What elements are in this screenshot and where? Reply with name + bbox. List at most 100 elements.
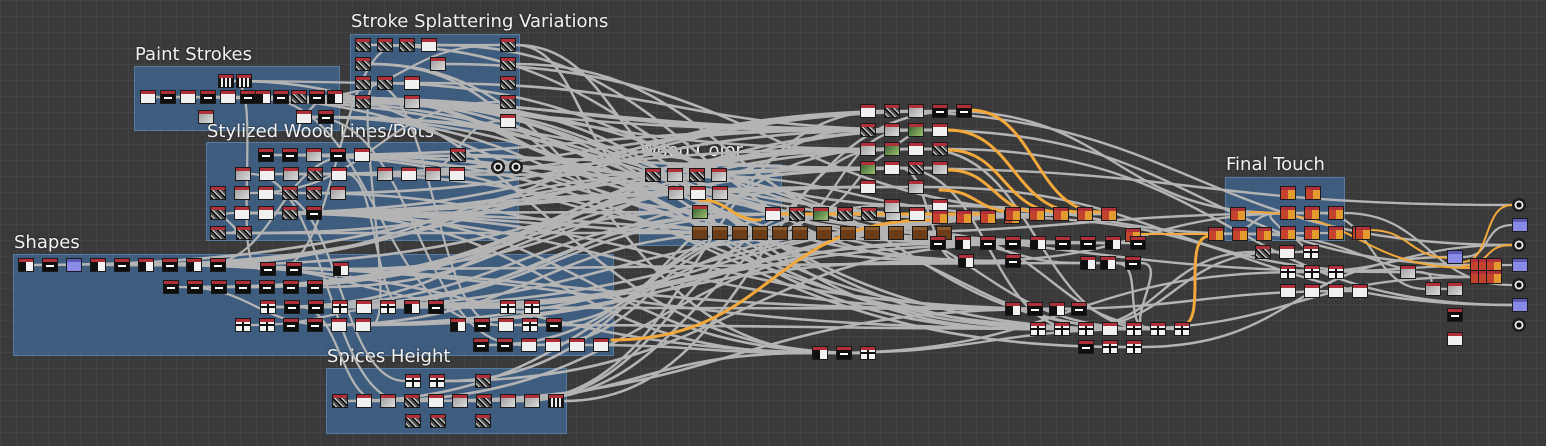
graph-node[interactable] <box>1005 236 1021 250</box>
graph-node[interactable] <box>354 148 370 162</box>
graph-node[interactable] <box>1005 254 1021 268</box>
graph-node[interactable] <box>980 210 996 224</box>
graph-node[interactable] <box>884 142 900 156</box>
graph-node[interactable] <box>752 226 768 240</box>
graph-node[interactable] <box>318 110 334 124</box>
graph-node[interactable] <box>1280 284 1296 298</box>
graph-node[interactable] <box>932 104 948 118</box>
graph-node[interactable] <box>1029 207 1045 221</box>
graph-node[interactable] <box>1130 236 1146 250</box>
graph-node[interactable] <box>1150 322 1166 336</box>
graph-node[interactable] <box>908 104 924 118</box>
graph-node[interactable] <box>1305 186 1321 200</box>
graph-node[interactable] <box>1447 282 1463 296</box>
graph-node[interactable] <box>524 300 540 314</box>
graph-node[interactable] <box>884 104 900 118</box>
graph-node[interactable] <box>282 186 298 200</box>
graph-node[interactable] <box>545 338 561 352</box>
graph-node[interactable] <box>283 318 299 332</box>
graph-node[interactable] <box>355 318 371 332</box>
graph-node[interactable] <box>234 206 250 220</box>
graph-node[interactable] <box>509 160 523 174</box>
graph-node[interactable] <box>932 142 948 156</box>
graph-node[interactable] <box>1486 258 1502 272</box>
graph-node[interactable] <box>235 167 251 181</box>
graph-node[interactable] <box>1030 322 1046 336</box>
graph-node[interactable] <box>765 207 781 221</box>
graph-node[interactable] <box>355 95 371 109</box>
graph-node[interactable] <box>282 148 298 162</box>
graph-node[interactable] <box>1005 302 1021 316</box>
graph-node[interactable] <box>307 280 323 294</box>
graph-node[interactable] <box>1102 322 1118 336</box>
graph-node[interactable] <box>792 226 808 240</box>
graph-node[interactable] <box>712 226 728 240</box>
graph-node[interactable] <box>355 76 371 90</box>
graph-node[interactable] <box>692 226 708 240</box>
graph-node[interactable] <box>428 300 444 314</box>
graph-node[interactable] <box>210 258 226 272</box>
graph-node[interactable] <box>1049 302 1065 316</box>
graph-node[interactable] <box>692 205 708 219</box>
graph-node[interactable] <box>958 254 974 268</box>
graph-node[interactable] <box>1303 245 1319 259</box>
graph-node[interactable] <box>308 300 324 314</box>
graph-node[interactable] <box>1447 308 1463 322</box>
graph-node[interactable] <box>690 186 706 200</box>
graph-node[interactable] <box>500 300 516 314</box>
graph-node[interactable] <box>812 346 828 360</box>
graph-node[interactable] <box>1126 322 1142 336</box>
graph-node[interactable] <box>66 258 82 272</box>
graph-node[interactable] <box>860 346 876 360</box>
graph-node[interactable] <box>932 210 948 224</box>
graph-node[interactable] <box>404 300 420 314</box>
graph-node[interactable] <box>930 236 946 250</box>
graph-node[interactable] <box>1280 186 1296 200</box>
graph-node[interactable] <box>330 186 346 200</box>
graph-node[interactable] <box>500 95 516 109</box>
graph-node[interactable] <box>355 38 371 52</box>
graph-node[interactable] <box>18 258 34 272</box>
graph-node[interactable] <box>210 206 226 220</box>
graph-node[interactable] <box>1280 226 1296 240</box>
graph-node[interactable] <box>884 199 900 213</box>
graph-node[interactable] <box>430 57 446 71</box>
graph-node[interactable] <box>333 262 349 276</box>
graph-node[interactable] <box>475 414 491 428</box>
graph-node[interactable] <box>1005 207 1021 221</box>
graph-node[interactable] <box>1101 207 1117 221</box>
graph-node[interactable] <box>200 90 216 104</box>
graph-node[interactable] <box>908 180 924 194</box>
graph-node[interactable] <box>405 374 421 388</box>
graph-node[interactable] <box>90 258 106 272</box>
graph-node[interactable] <box>377 167 393 181</box>
graph-node[interactable] <box>1486 270 1502 284</box>
graph-node[interactable] <box>1078 340 1094 354</box>
graph-node[interactable] <box>332 300 348 314</box>
graph-node[interactable] <box>404 394 420 408</box>
graph-node[interactable] <box>980 236 996 250</box>
graph-node[interactable] <box>908 161 924 175</box>
graph-node[interactable] <box>356 394 372 408</box>
graph-node[interactable] <box>180 90 196 104</box>
graph-node[interactable] <box>1053 207 1069 221</box>
graph-node[interactable] <box>1512 238 1526 252</box>
graph-node[interactable] <box>1304 265 1320 279</box>
graph-node[interactable] <box>521 338 537 352</box>
graph-node[interactable] <box>860 161 876 175</box>
graph-node[interactable] <box>932 123 948 137</box>
graph-node[interactable] <box>356 300 372 314</box>
graph-node[interactable] <box>667 168 683 182</box>
graph-node[interactable] <box>306 186 322 200</box>
graph-node[interactable] <box>1328 265 1344 279</box>
graph-node[interactable] <box>1280 265 1296 279</box>
graph-node[interactable] <box>255 90 271 104</box>
graph-node[interactable] <box>306 206 322 220</box>
graph-node[interactable] <box>497 338 513 352</box>
graph-node[interactable] <box>1126 340 1142 354</box>
graph-node[interactable] <box>1279 245 1295 259</box>
graph-node[interactable] <box>1256 227 1272 241</box>
graph-node[interactable] <box>404 95 420 109</box>
graph-node[interactable] <box>327 90 343 104</box>
graph-node[interactable] <box>956 104 972 118</box>
